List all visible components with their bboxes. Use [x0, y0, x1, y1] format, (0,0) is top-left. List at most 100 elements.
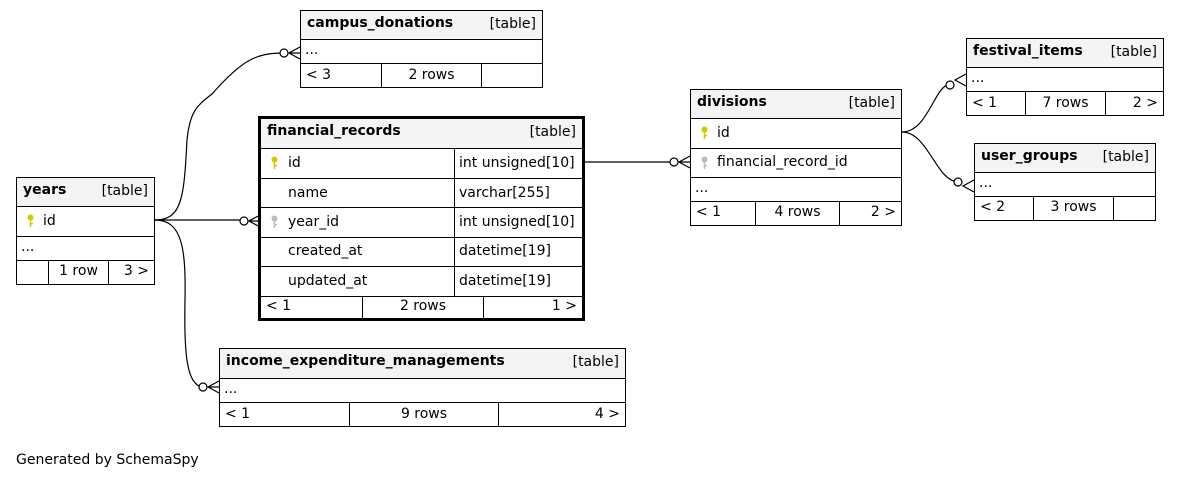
more-columns: ... — [695, 180, 709, 196]
column-type: int unsigned[10] — [459, 155, 575, 171]
edge-divisions-user-groups — [901, 131, 959, 183]
table-kind: [table] — [572, 354, 619, 370]
column-type: int unsigned[10] — [459, 214, 575, 230]
children-cell[interactable] — [1113, 197, 1155, 220]
table-campus-donations[interactable]: campus_donations [table] ... < 3 2 rows — [300, 10, 543, 88]
children-count: 2 > — [1132, 95, 1158, 111]
primary-key-icon — [271, 156, 278, 169]
children-count: 4 > — [594, 406, 620, 422]
parents-cell[interactable]: < 3 — [301, 64, 381, 87]
table-name[interactable]: festival_items — [973, 43, 1083, 59]
column-type-cell: int unsigned[10] — [454, 208, 582, 237]
parents-cell[interactable]: < 1 — [691, 202, 755, 225]
more-columns: ... — [224, 381, 238, 397]
children-count: 3 > — [123, 263, 149, 279]
generated-by-note: Generated by SchemaSpy — [16, 452, 199, 468]
row-count: 7 rows — [1042, 95, 1089, 111]
column-name: financial_record_id — [717, 154, 848, 170]
table-user-groups[interactable]: user_groups [table] ... < 2 3 rows — [974, 143, 1156, 221]
table-name[interactable]: income_expenditure_managements — [226, 353, 505, 369]
column-type: datetime[19] — [459, 273, 551, 289]
column-name: id — [43, 213, 56, 229]
table-name[interactable]: years — [23, 182, 67, 198]
children-cell[interactable]: 4 > — [498, 403, 625, 426]
crowfoot-income-expenditure — [206, 380, 220, 394]
table-years[interactable]: years [table] id ... 1 row 3 > — [16, 177, 155, 285]
table-name[interactable]: user_groups — [981, 148, 1078, 164]
column-row[interactable]: created_at datetime[19] — [261, 238, 582, 267]
children-cell[interactable]: 1 > — [483, 297, 582, 318]
foreign-key-icon — [701, 156, 708, 169]
parents-count: < 1 — [972, 95, 998, 111]
table-footer: < 1 2 rows 1 > — [261, 297, 582, 318]
crowfoot-campus-donations — [287, 46, 301, 60]
crowfoot-user-groups — [961, 179, 975, 193]
rows-cell: 9 rows — [349, 403, 498, 426]
row-count: 1 row — [59, 263, 98, 279]
parents-cell[interactable] — [17, 261, 48, 284]
table-header: financial_records [table] — [261, 119, 582, 149]
column-type-cell: datetime[19] — [454, 267, 582, 296]
column-row[interactable]: name varchar[255] — [261, 179, 582, 208]
parents-cell[interactable]: < 1 — [220, 403, 349, 426]
more-columns-row: ... — [691, 178, 901, 202]
parents-cell[interactable]: < 1 — [261, 297, 362, 318]
rows-cell: 1 row — [48, 261, 108, 284]
column-type: varchar[255] — [459, 185, 550, 201]
table-festival-items[interactable]: festival_items [table] ... < 1 7 rows 2 … — [966, 38, 1164, 116]
table-name[interactable]: financial_records — [267, 123, 401, 139]
table-footer: 1 row 3 > — [17, 261, 154, 284]
more-columns-row: ... — [967, 68, 1163, 92]
crowfoot-divisions — [677, 155, 691, 169]
table-divisions[interactable]: divisions [table] id financial_record_id… — [690, 89, 902, 226]
table-income-expenditure-managements[interactable]: income_expenditure_managements [table] .… — [219, 348, 626, 427]
table-kind: [table] — [529, 124, 576, 140]
parents-cell[interactable]: < 2 — [975, 197, 1033, 220]
column-row[interactable]: id — [691, 119, 901, 149]
column-row[interactable]: id int unsigned[10] — [261, 149, 582, 179]
edge-end-festival-items — [945, 80, 955, 90]
rows-cell: 3 rows — [1033, 197, 1113, 220]
table-kind: [table] — [489, 16, 536, 32]
row-count: 4 rows — [774, 204, 821, 220]
table-name[interactable]: campus_donations — [307, 15, 454, 31]
column-row[interactable]: financial_record_id — [691, 149, 901, 178]
children-cell[interactable]: 3 > — [108, 261, 154, 284]
table-header: years [table] — [17, 178, 154, 207]
more-columns-row: ... — [301, 40, 542, 64]
table-header: user_groups [table] — [975, 144, 1155, 173]
column-type-cell: varchar[255] — [454, 179, 582, 207]
column-name: name — [288, 185, 328, 201]
row-count: 3 rows — [1050, 199, 1097, 215]
table-footer: < 3 2 rows — [301, 64, 542, 87]
table-kind: [table] — [848, 95, 895, 111]
column-type: datetime[19] — [459, 243, 551, 259]
parents-count: < 3 — [306, 67, 332, 83]
more-columns: ... — [979, 175, 993, 191]
children-count: 2 > — [870, 204, 896, 220]
children-cell[interactable] — [481, 64, 542, 87]
primary-key-icon — [27, 214, 34, 227]
parents-cell[interactable]: < 1 — [967, 92, 1025, 115]
parents-count: < 1 — [266, 298, 292, 314]
children-cell[interactable]: 2 > — [1105, 92, 1163, 115]
column-row[interactable]: year_id int unsigned[10] — [261, 208, 582, 238]
parents-count: < 1 — [225, 406, 251, 422]
table-header: campus_donations [table] — [301, 11, 542, 40]
edge-end-divisions — [669, 157, 679, 167]
more-columns: ... — [21, 239, 35, 255]
table-financial-records[interactable]: financial_records [table] id int unsigne… — [258, 116, 585, 321]
table-name[interactable]: divisions — [697, 94, 767, 110]
primary-key-icon — [701, 126, 708, 139]
table-kind: [table] — [1102, 149, 1149, 165]
rows-cell: 4 rows — [755, 202, 839, 225]
more-columns-row: ... — [220, 379, 625, 403]
table-header: income_expenditure_managements [table] — [220, 349, 625, 379]
edge-end-income-expenditure — [198, 382, 208, 392]
children-cell[interactable]: 2 > — [839, 202, 901, 225]
more-columns: ... — [305, 42, 319, 58]
column-row[interactable]: id — [17, 207, 154, 237]
column-name: created_at — [288, 243, 363, 259]
column-row[interactable]: updated_at datetime[19] — [261, 267, 582, 297]
